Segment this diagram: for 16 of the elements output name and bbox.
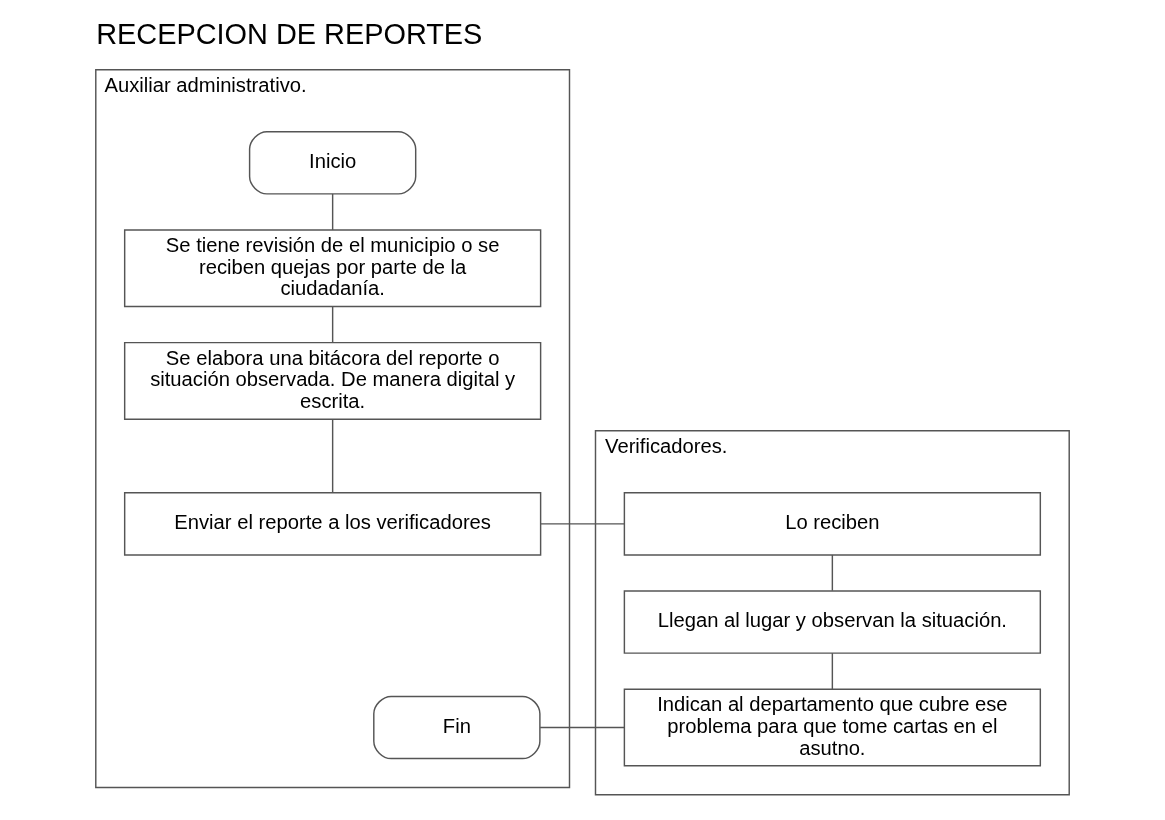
connector [539, 726, 625, 728]
node-box: Indican al departamento que cubre ese problema para que tome cartas en el asutno. [623, 688, 1042, 766]
connector [831, 553, 834, 591]
node-box: Inicio [248, 130, 417, 195]
node-box: Fin [373, 695, 541, 759]
connector [331, 192, 334, 231]
connector [331, 418, 334, 493]
node-box: Lo reciben [623, 491, 1042, 556]
connector [331, 305, 334, 343]
diagram-title: RECEPCION DE REPORTES [96, 17, 483, 50]
connector [831, 651, 834, 690]
connector [540, 522, 625, 525]
node-box: Enviar el reporte a los verificadores [123, 491, 542, 556]
node-box: Llegan al lugar y observan la situación. [623, 589, 1042, 654]
node-box: Se tiene revisión de el municipio o se reciben quejas por parte de la ciudadanía. [123, 228, 542, 307]
node-box: Se elabora una bitácora del reporte o situación observada. De manera digital y escrita. [123, 341, 542, 420]
